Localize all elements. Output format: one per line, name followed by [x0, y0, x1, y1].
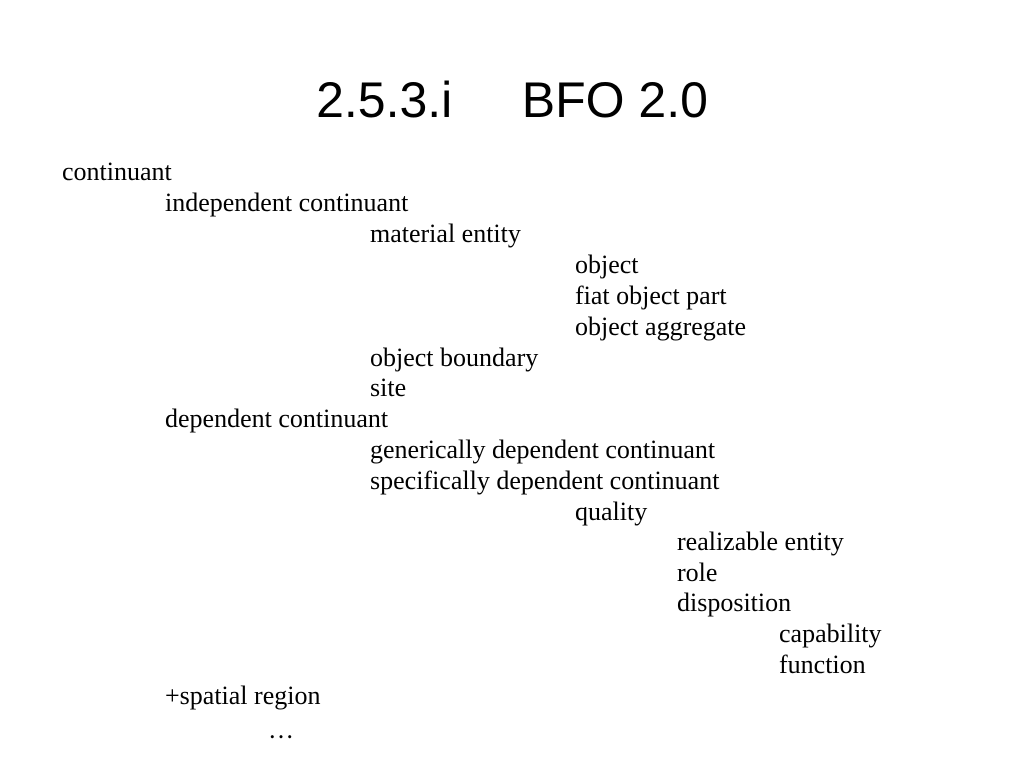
tree-item-realizable-entity: realizable entity: [677, 527, 844, 556]
tree-item-ellipsis: …: [268, 715, 294, 744]
tree-item-object-aggregate: object aggregate: [575, 312, 747, 341]
tree-item-independent-continuant: independent continuant: [165, 188, 409, 217]
tree-item-fiat-object-part: fiat object part: [575, 281, 727, 310]
tree-item-site: site: [370, 373, 407, 402]
tree-item-object-boundary: object boundary: [370, 343, 539, 372]
tree-item-quality: quality: [575, 497, 648, 526]
tree-item-specifically-dependent-continuant: specifically dependent continuant: [370, 466, 720, 495]
tree-item-spatial-region: +spatial region: [165, 681, 321, 710]
slide-title: 2.5.3.i BFO 2.0: [316, 72, 708, 128]
tree-item-disposition: disposition: [677, 588, 792, 617]
tree-item-continuant: continuant: [62, 157, 172, 186]
tree-item-dependent-continuant: dependent continuant: [165, 404, 389, 433]
tree-item-role: role: [677, 558, 718, 587]
tree-item-object: object: [575, 250, 639, 279]
tree-item-generically-dependent-continuant: generically dependent continuant: [370, 435, 716, 464]
tree-item-capability: capability: [779, 619, 882, 648]
tree-item-function: function: [779, 650, 866, 679]
tree-item-material-entity: material entity: [370, 219, 521, 248]
